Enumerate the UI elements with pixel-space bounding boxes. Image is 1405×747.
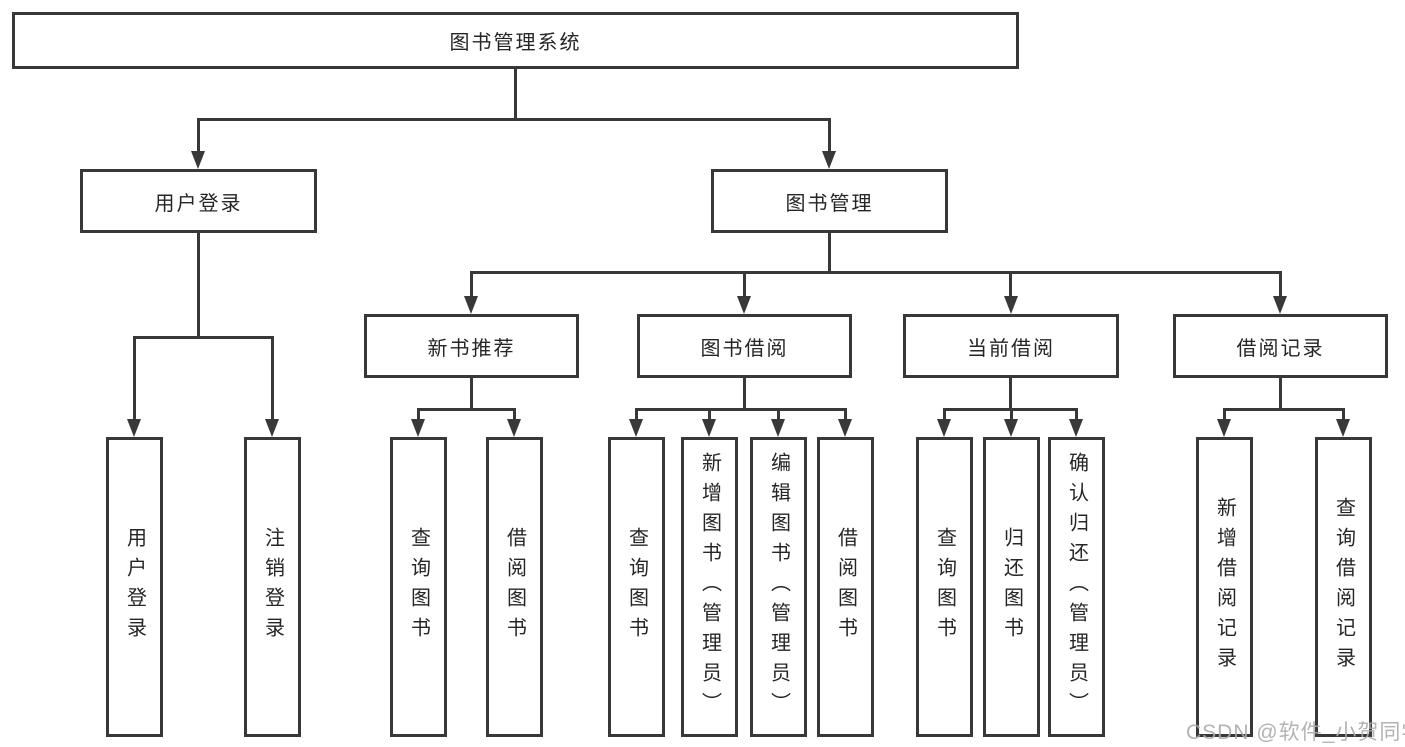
connector-line [1009,377,1012,408]
node-label: 借阅记录 [1236,337,1325,360]
connector-line [635,408,847,411]
node-label: 当前借阅 [967,337,1055,360]
node-label: 查询借阅记录 [1332,497,1355,677]
arrow-down-icon [1004,419,1018,437]
connector-line [514,69,517,118]
arrow-down-icon [1217,419,1231,437]
node-book-management: 图书管理 [711,169,948,233]
connector-line [271,336,274,419]
leaf-query-books-current: 查询图书 [916,437,973,737]
leaf-edit-book-admin: 编辑图书（管理员） [750,437,807,737]
connector-line [513,408,516,421]
connector-line [844,408,847,421]
arrow-down-icon [191,151,205,169]
node-book-borrowing: 图书借阅 [637,314,852,378]
connector-line [943,408,946,421]
node-label: 编辑图书（管理员） [767,452,790,722]
node-label: 用户登录 [123,527,146,647]
leaf-confirm-return-admin: 确认归还（管理员） [1048,437,1105,737]
connector-line [470,271,1282,274]
connector-line [777,408,780,421]
node-library-management-system: 图书管理系统 [12,12,1019,69]
leaf-add-book-admin: 新增图书（管理员） [681,437,738,737]
connector-line [743,377,746,408]
leaf-add-borrow-record: 新增借阅记录 [1196,437,1253,737]
node-label: 借阅图书 [503,527,526,647]
connector-line [197,233,200,336]
arrow-down-icon [1069,419,1083,437]
connector-line [1223,408,1226,421]
csdn-watermark: CSDN @软件_小贺同学 [1186,721,1405,744]
arrow-down-icon [1004,296,1018,314]
node-label: 图书借阅 [700,337,789,360]
connector-line [470,377,473,408]
connector-line [1279,271,1282,298]
connector-line [828,118,831,151]
connector-line [708,408,711,421]
node-label: 用户登录 [154,192,243,215]
arrow-down-icon [737,296,751,314]
node-user-login: 用户登录 [80,169,317,233]
connector-line [133,336,274,339]
connector-line [197,118,831,121]
node-borrowing-records: 借阅记录 [1173,314,1388,378]
leaf-user-login: 用户登录 [106,437,163,737]
node-label: 新增图书（管理员） [698,452,721,722]
node-new-book-recommend: 新书推荐 [364,314,579,378]
connector-line [743,271,746,298]
arrow-down-icon [629,419,643,437]
connector-line [1009,271,1012,298]
leaf-query-books-borrow: 查询图书 [608,437,665,737]
node-label: 借阅图书 [834,527,857,647]
connector-line [1010,408,1013,421]
connector-line [1075,408,1078,421]
node-label: 新书推荐 [427,337,516,360]
leaf-borrow-books-recommend: 借阅图书 [486,437,543,737]
connector-line [635,408,638,421]
node-label: 确认归还（管理员） [1065,452,1088,722]
node-label: 查询图书 [407,527,430,647]
leaf-query-books-recommend: 查询图书 [390,437,447,737]
node-label: 图书管理系统 [449,32,582,54]
arrow-down-icon [1273,296,1287,314]
arrow-down-icon [507,419,521,437]
arrow-down-icon [937,419,951,437]
connector-line [1223,408,1345,411]
node-label: 归还图书 [1000,527,1023,647]
leaf-borrow-books: 借阅图书 [817,437,874,737]
connector-line [470,271,473,298]
node-label: 图书管理 [785,192,874,215]
leaf-return-books: 归还图书 [983,437,1040,737]
arrow-down-icon [702,419,716,437]
leaf-logout: 注销登录 [244,437,301,737]
connector-line [1279,377,1282,408]
arrow-down-icon [771,419,785,437]
connector-line [417,408,420,421]
connector-line [197,118,200,151]
arrow-down-icon [411,419,425,437]
leaf-query-borrow-record: 查询借阅记录 [1315,437,1372,737]
connector-line [1342,408,1345,421]
arrow-down-icon [838,419,852,437]
arrow-down-icon [127,419,141,437]
arrow-down-icon [1336,419,1350,437]
connector-line [417,408,516,411]
node-label: 查询图书 [625,527,648,647]
arrow-down-icon [822,151,836,169]
node-label: 注销登录 [261,527,284,647]
node-label: 新增借阅记录 [1213,497,1236,677]
arrow-down-icon [464,296,478,314]
node-current-borrowing: 当前借阅 [903,314,1119,378]
arrow-down-icon [265,419,279,437]
connector-line [133,336,136,419]
connector-line [828,233,831,271]
node-label: 查询图书 [933,527,956,647]
